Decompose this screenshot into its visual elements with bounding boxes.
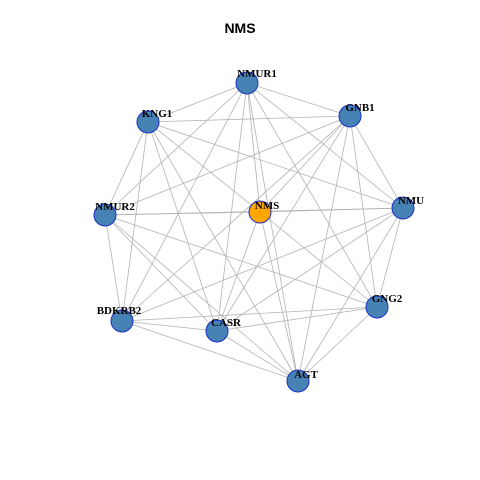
- edge-bdkrb2-agt: [121, 320, 299, 382]
- edge-nmur1-agt: [246, 82, 299, 382]
- edge-kng1-nmur2: [104, 121, 149, 216]
- edge-kng1-bdkrb2: [121, 121, 149, 322]
- node-label-casr: CASR: [211, 317, 242, 329]
- edge-nms-gng2: [259, 211, 378, 308]
- edge-casr-agt: [216, 330, 299, 382]
- node-bdkrb2: [110, 309, 134, 333]
- edge-nmur2-casr: [104, 214, 218, 332]
- edge-gnb1-agt: [297, 115, 351, 382]
- edge-nmur1-casr: [216, 82, 248, 332]
- edge-nmur1-bdkrb2: [121, 82, 248, 322]
- edge-nmur2-gng2: [104, 214, 378, 308]
- node-nms: [248, 200, 272, 224]
- edge-nmur2-agt: [104, 214, 299, 382]
- edge-gnb1-gng2: [349, 115, 378, 308]
- node-label-nms: NMS: [255, 200, 279, 212]
- edge-nmu-gng2: [376, 207, 404, 308]
- edge-nmur1-nmur2: [104, 82, 248, 216]
- edge-gng2-bdkrb2: [121, 306, 378, 322]
- edge-gnb1-casr: [216, 115, 351, 332]
- node-label-gng2: GNG2: [372, 293, 403, 305]
- edge-nmu-agt: [297, 207, 404, 382]
- edge-nms-casr: [216, 211, 261, 332]
- node-label-kng1: KNG1: [142, 108, 173, 120]
- node-casr: [205, 319, 229, 343]
- edge-nmur1-nmu: [246, 82, 404, 209]
- edge-nmur1-gng2: [246, 82, 378, 308]
- edge-gnb1-nms: [259, 115, 351, 213]
- edge-nmur1-gnb1: [246, 82, 351, 117]
- node-label-gnb1: GNB1: [345, 102, 374, 114]
- edge-gng2-agt: [297, 306, 378, 382]
- edge-kng1-agt: [147, 121, 299, 382]
- node-kng1: [136, 110, 160, 134]
- node-label-nmu: NMU: [398, 195, 424, 207]
- node-gng2: [365, 295, 389, 319]
- edge-nmu-bdkrb2: [121, 207, 404, 322]
- node-nmur1: [235, 71, 259, 95]
- edge-nmur1-kng1: [147, 82, 248, 123]
- edge-nms-agt: [259, 211, 299, 382]
- node-agt: [286, 369, 310, 393]
- edge-nmu-casr: [216, 207, 404, 332]
- node-nmur2: [93, 203, 117, 227]
- node-label-nmur1: NMUR1: [237, 68, 277, 80]
- node-gnb1: [338, 104, 362, 128]
- edge-gng2-casr: [216, 306, 378, 332]
- edge-layer: [104, 82, 404, 382]
- edge-gnb1-nmu: [349, 115, 404, 209]
- node-nmu: [391, 196, 415, 220]
- plot-title: NMS: [224, 20, 256, 36]
- edge-kng1-casr: [147, 121, 218, 332]
- edge-nmur1-nms: [246, 82, 261, 213]
- edge-kng1-nms: [147, 121, 261, 213]
- edge-nmur2-bdkrb2: [104, 214, 123, 322]
- edge-kng1-nmu: [147, 121, 404, 209]
- edge-nms-nmu: [259, 207, 404, 213]
- edge-kng1-gnb1: [147, 115, 351, 123]
- edge-gnb1-nmur2: [104, 115, 351, 216]
- edge-bdkrb2-casr: [121, 320, 218, 332]
- node-label-nmur2: NMUR2: [95, 201, 135, 213]
- node-label-bdkrb2: BDKRB2: [97, 305, 142, 317]
- node-label-agt: AGT: [294, 369, 319, 381]
- edge-gnb1-bdkrb2: [121, 115, 351, 322]
